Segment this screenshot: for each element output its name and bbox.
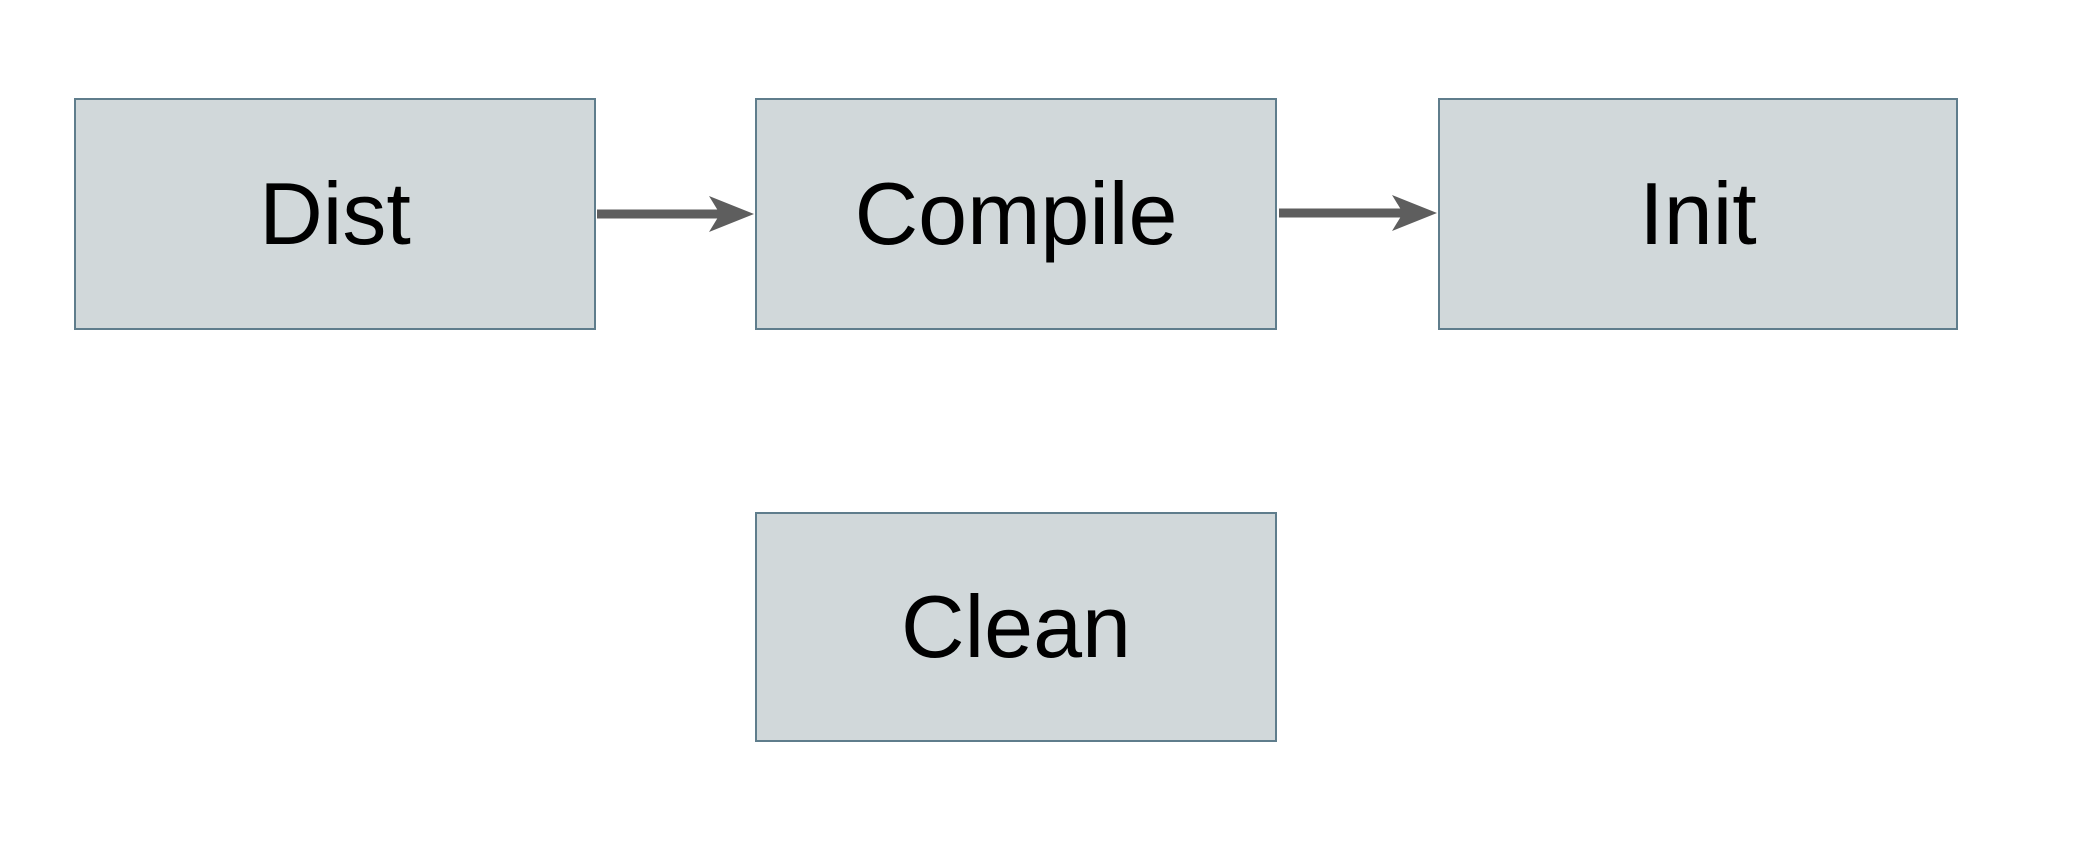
node-init-label: Init [1639,164,1757,263]
arrowhead-icon [709,196,754,232]
node-init: Init [1438,98,1958,330]
node-dist: Dist [74,98,596,330]
node-compile-label: Compile [854,164,1178,263]
arrowhead-icon [1392,195,1437,231]
node-clean-label: Clean [901,577,1131,676]
node-clean: Clean [755,512,1277,742]
node-compile: Compile [755,98,1277,330]
edge-dist-compile [597,196,754,232]
node-dist-label: Dist [259,164,411,263]
edge-compile-init [1279,195,1437,231]
